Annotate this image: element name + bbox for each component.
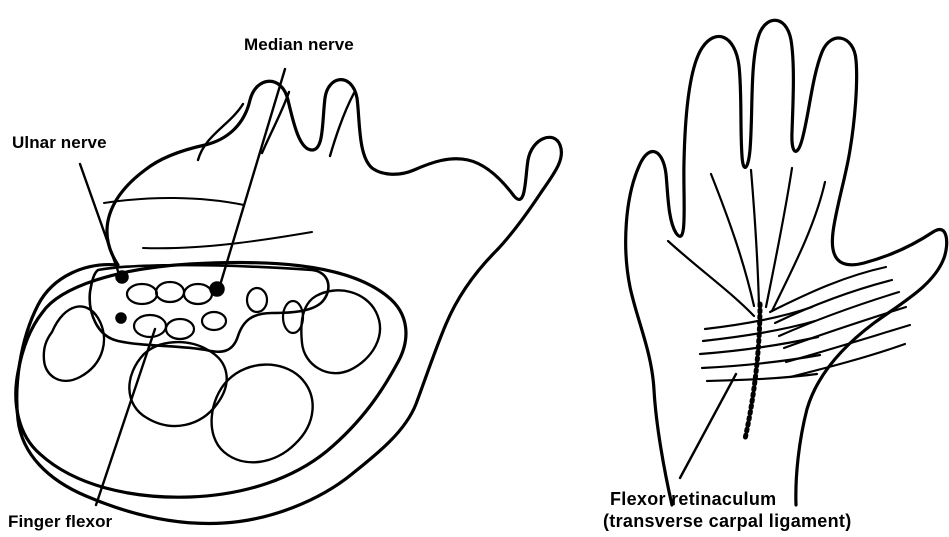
left-carpal-bone-4 bbox=[301, 290, 380, 373]
left-tendon-8 bbox=[283, 301, 303, 333]
right-tendon-line-5 bbox=[668, 241, 754, 316]
thenar-line-5 bbox=[786, 325, 910, 362]
right-tendon-line-1 bbox=[711, 174, 754, 306]
right-hand-illustration bbox=[626, 20, 947, 505]
ulnar-nerve-label: Ulnar nerve bbox=[12, 133, 107, 153]
left-tendon-4 bbox=[134, 315, 166, 337]
finger-flexor-label: Finger flexor bbox=[8, 512, 112, 532]
median-nerve-label: Median nerve bbox=[244, 35, 354, 55]
left-palm-crease-2 bbox=[143, 232, 312, 248]
median-nerve-dot bbox=[210, 282, 224, 296]
thenar-line-4 bbox=[784, 307, 906, 348]
right-tendon-line-2 bbox=[751, 170, 759, 307]
flexor-retinaculum-leader bbox=[680, 374, 736, 478]
flexor-retinaculum-label-line2: (transverse carpal ligament) bbox=[603, 510, 852, 532]
ulnar-nerve-leader bbox=[80, 164, 119, 274]
left-tendon-7 bbox=[247, 288, 267, 312]
left-tendon-5 bbox=[166, 319, 194, 339]
thenar-line-6 bbox=[790, 344, 905, 377]
left-carpal-bone-1 bbox=[44, 306, 104, 380]
thenar-muscle-lines bbox=[770, 267, 910, 377]
left-finger-tip-3 bbox=[330, 93, 354, 156]
left-tendon-2 bbox=[156, 282, 184, 302]
left-tendon-3 bbox=[184, 284, 212, 304]
flexor-retinaculum-label-line1: Flexor retinaculum bbox=[610, 488, 776, 510]
left-palm-crease-1 bbox=[104, 198, 244, 205]
finger-flexor-dot bbox=[116, 313, 126, 323]
left-tendon-1 bbox=[127, 284, 157, 304]
right-tendon-line-3 bbox=[766, 168, 792, 307]
median-nerve-leader bbox=[221, 69, 285, 282]
left-tendon-6 bbox=[202, 312, 226, 330]
right-tendon-line-4 bbox=[772, 182, 825, 311]
right-median-nerve bbox=[745, 304, 760, 439]
thenar-line-1 bbox=[770, 267, 886, 312]
right-hand-outline bbox=[626, 20, 947, 505]
left-finger-tip-1 bbox=[198, 104, 243, 160]
